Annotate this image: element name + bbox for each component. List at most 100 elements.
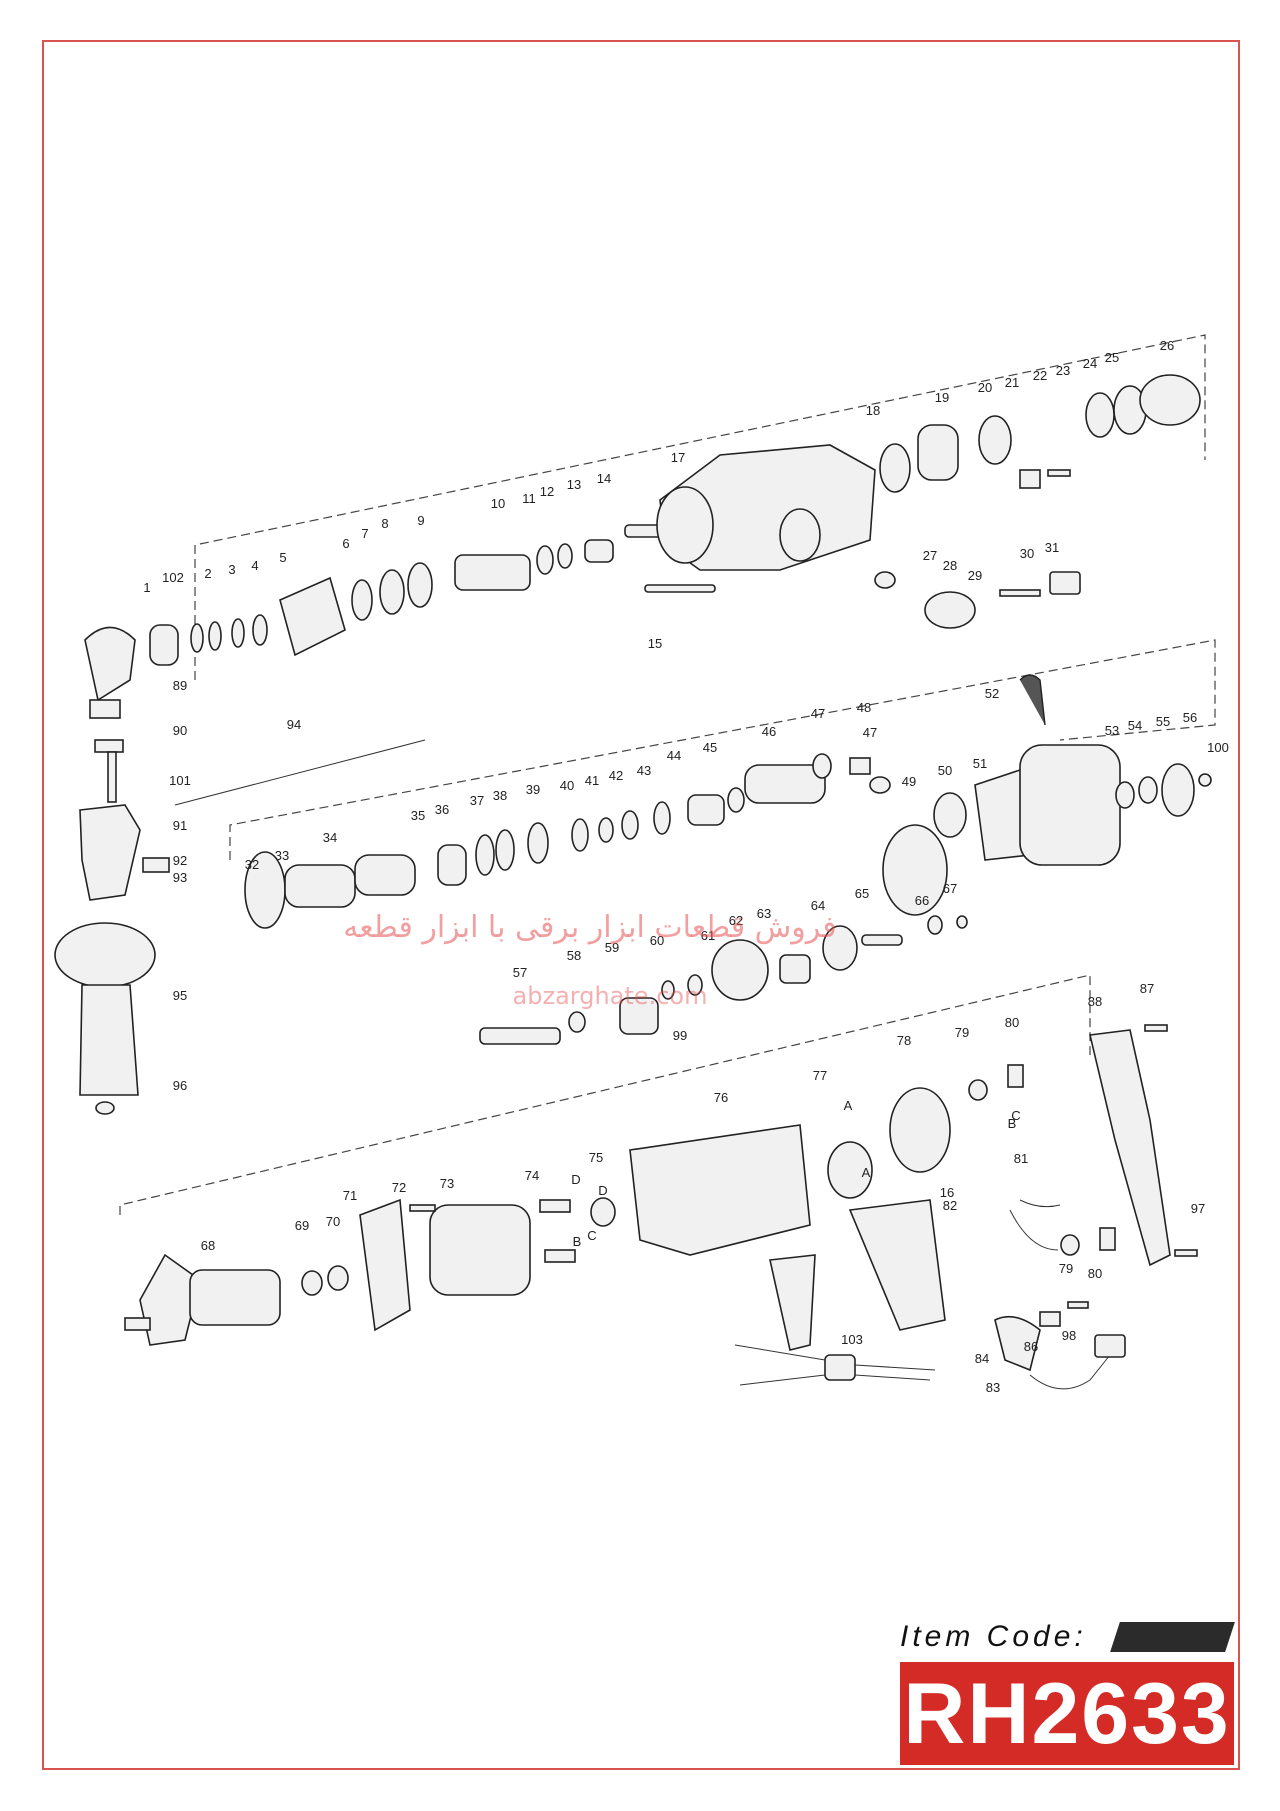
part-ring <box>557 543 573 569</box>
part-ring <box>598 817 614 843</box>
part-number-label: 64 <box>811 898 825 913</box>
part-number-label: 96 <box>173 1078 187 1093</box>
part-ring <box>1115 781 1135 809</box>
part-brush-holder <box>539 1199 571 1213</box>
part-large-ring <box>882 824 948 916</box>
part-number-label: 54 <box>1128 718 1142 733</box>
part-number-label: 2 <box>204 566 211 581</box>
part-number-label: 56 <box>1183 710 1197 725</box>
part-number-label: 22 <box>1033 368 1047 383</box>
part-handle-clamp <box>84 626 136 702</box>
part-number-label: 34 <box>323 830 337 845</box>
part-number-label: 23 <box>1056 363 1070 378</box>
part-number-label: 25 <box>1105 350 1119 365</box>
part-number-label: 53 <box>1105 723 1119 738</box>
part-bearing <box>527 822 549 864</box>
part-number-label: 86 <box>1024 1339 1038 1354</box>
part-number-label: 62 <box>729 913 743 928</box>
part-number-label: 74 <box>525 1168 539 1183</box>
part-o-ring <box>812 753 832 779</box>
part-needle-bearing <box>917 424 959 481</box>
part-ring <box>1085 392 1115 438</box>
part-ring <box>653 801 671 835</box>
part-number-label: 95 <box>173 988 187 1003</box>
part-number-label: 3 <box>228 562 235 577</box>
part-ring <box>621 810 639 840</box>
part-carbon-brush <box>1099 1227 1116 1251</box>
part-number-label: 101 <box>169 773 191 788</box>
part-number-label: 13 <box>567 477 581 492</box>
part-power-cord <box>1029 1354 1111 1390</box>
part-commutator <box>124 1317 151 1331</box>
part-selector-hole <box>779 508 821 562</box>
part-screw <box>1047 469 1071 477</box>
part-number-label: 46 <box>762 724 776 739</box>
part-number-label: C <box>587 1228 596 1243</box>
part-lock <box>1019 469 1041 489</box>
part-spring-large <box>1139 374 1201 426</box>
part-number-label: 102 <box>162 570 184 585</box>
part-plate <box>1161 763 1195 817</box>
part-knob <box>142 857 170 873</box>
part-number-label: 68 <box>201 1238 215 1253</box>
part-number-label: 55 <box>1156 714 1170 729</box>
part-brush-spring <box>1060 1234 1080 1256</box>
part-ring <box>208 621 222 651</box>
part-number-label: 29 <box>968 568 982 583</box>
part-number-label: C <box>1011 1108 1020 1123</box>
part-number-label: 21 <box>1005 375 1019 390</box>
part-wire <box>1019 1199 1061 1208</box>
part-t-bolt <box>94 739 124 753</box>
part-cylinder-sleeve <box>354 854 416 896</box>
part-number-label: 90 <box>173 723 187 738</box>
part-number-label: 80 <box>1005 1015 1019 1030</box>
part-brush-spring <box>968 1079 988 1101</box>
part-number-label: 43 <box>637 763 651 778</box>
part-number-label: 94 <box>287 717 301 732</box>
part-armature <box>189 1269 281 1326</box>
part-gear-shaft <box>479 1027 561 1045</box>
part-number-label: 89 <box>173 678 187 693</box>
part-screw <box>409 1204 436 1212</box>
part-number-label: 71 <box>343 1188 357 1203</box>
part-spring-rod <box>644 584 716 593</box>
watermark-persian: فروش قطعات ابزار برقی با ابزار قطعه <box>343 910 837 945</box>
part-number-label: 30 <box>1020 546 1034 561</box>
part-number-label: 42 <box>609 768 623 783</box>
part-o-ring <box>874 571 896 589</box>
part-ring <box>827 1141 873 1199</box>
part-inductor-wires <box>734 1344 936 1386</box>
part-brush-plate <box>889 1087 951 1173</box>
part-plug <box>1094 1334 1126 1358</box>
part-number-label: 41 <box>585 773 599 788</box>
part-washer <box>1198 773 1212 787</box>
part-number-label: 5 <box>279 550 286 565</box>
page-frame <box>42 40 1240 1770</box>
part-number-label: 45 <box>703 740 717 755</box>
motor-parts-group <box>124 1024 1198 1390</box>
part-number-label: 67 <box>943 881 957 896</box>
part-ring <box>727 787 745 813</box>
part-number-label: 51 <box>973 756 987 771</box>
part-number-label: 48 <box>857 700 871 715</box>
part-number-label: 35 <box>411 808 425 823</box>
part-handle-grip <box>79 984 139 1096</box>
part-motor-housing <box>629 1124 811 1256</box>
part-number-label: 38 <box>493 788 507 803</box>
part-ring <box>536 545 554 575</box>
part-number-label: 93 <box>173 870 187 885</box>
item-code-label: Item Code: <box>900 1620 1087 1653</box>
part-ring <box>252 614 268 646</box>
part-number-label: 97 <box>1191 1201 1205 1216</box>
part-ring <box>571 818 589 852</box>
side-handle-group <box>54 626 426 1115</box>
part-number-label: 24 <box>1083 356 1097 371</box>
part-clip <box>1019 674 1046 726</box>
part-number-label: 8 <box>381 516 388 531</box>
part-block <box>1049 571 1081 595</box>
part-number-label: 49 <box>902 774 916 789</box>
part-o-ring <box>869 776 891 794</box>
part-number-label: A <box>844 1098 853 1113</box>
part-striker <box>687 794 725 826</box>
part-washer <box>956 915 968 929</box>
